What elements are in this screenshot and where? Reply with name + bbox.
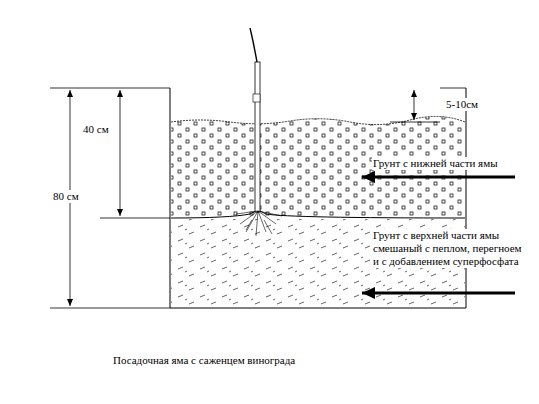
dimension-label: 80 см bbox=[52, 190, 80, 203]
dimension-5-10 bbox=[414, 90, 415, 120]
soil-label: Грунт с верхней части ямы смешаный с пеп… bbox=[372, 229, 524, 268]
soil-mound bbox=[171, 210, 465, 218]
pointer-arrow bbox=[362, 292, 515, 295]
pointer-arrow bbox=[362, 176, 515, 179]
seedling-stem bbox=[255, 62, 260, 212]
graft-point bbox=[253, 94, 260, 102]
seedling-roots bbox=[236, 211, 282, 236]
seedling-shoot bbox=[250, 28, 257, 62]
caption: Посадочная яма с саженцем винограда bbox=[112, 354, 296, 367]
dimension-label: 40 см bbox=[82, 123, 110, 136]
dimension-label: 5-10см bbox=[445, 98, 479, 111]
dimension-40 bbox=[120, 90, 121, 216]
pit-outline bbox=[170, 88, 466, 308]
soil-label: Грунт с нижней части ямы bbox=[372, 157, 499, 170]
soil-surface bbox=[171, 116, 465, 124]
